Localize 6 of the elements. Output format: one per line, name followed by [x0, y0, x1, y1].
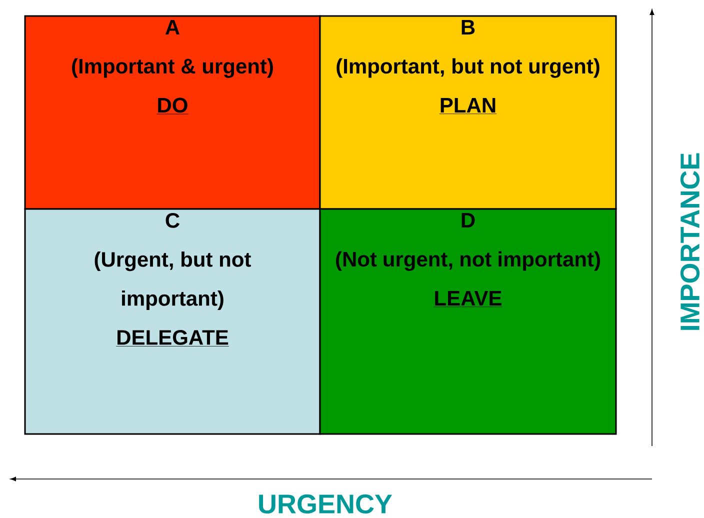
quadrant-box: B (Important, but not urgent) PLAN: [319, 15, 617, 210]
quadrant-box: C (Urgent, but not important) DELEGATE: [24, 208, 321, 435]
quadrant-box: D (Not urgent, not important) LEAVE: [319, 208, 617, 435]
axis-label: URGENCY: [259, 494, 392, 514]
axis-label: IMPORTANCE: [680, 153, 700, 330]
quadrant-box: A (Important & urgent) DO: [24, 15, 321, 210]
